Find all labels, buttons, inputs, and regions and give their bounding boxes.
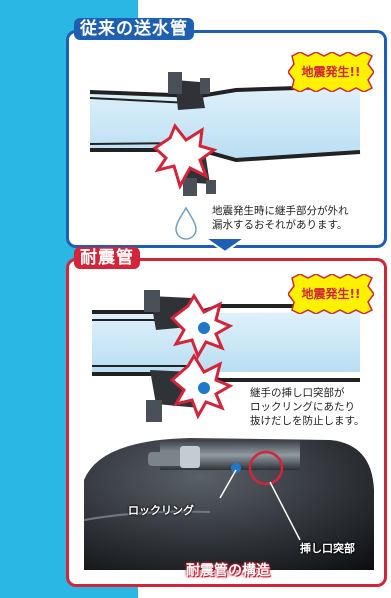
- pipe-structure-illustration: [83, 438, 374, 570]
- earthquake-badge-bottom-text: 地震発生!!: [301, 287, 361, 301]
- down-arrow-icon: [201, 237, 249, 254]
- earthquake-badge-top: 地震発生!!: [287, 51, 375, 93]
- seismic-note: 継手の挿し口突部が ロックリングにあたり 抜けだしを防止します。: [250, 386, 364, 428]
- conventional-pipe-diagram: [89, 72, 361, 240]
- seismic-note-line3: 抜けだしを防止します。: [250, 415, 365, 427]
- conventional-note: 地震発生時に継手部分が外れ 漏水するおそれがあります。: [212, 204, 349, 232]
- seismic-note-line1: 継手の挿し口突部が: [250, 387, 345, 399]
- conventional-note-line2: 漏水するおそれがあります。: [212, 219, 348, 231]
- spigot-protrusion-label: 挿し口突部: [300, 542, 355, 555]
- seismic-pipe-diagram: [92, 290, 360, 422]
- seismic-pipe-title: 耐震管: [74, 247, 140, 269]
- structure-caption: 耐震管の構造: [186, 563, 270, 579]
- lockring-label: ロックリング: [128, 504, 194, 517]
- seismic-note-line2: ロックリングにあたり: [250, 401, 355, 413]
- conventional-pipe-title: 従来の送水管: [74, 18, 194, 40]
- conventional-note-line1: 地震発生時に継手部分が外れ: [212, 205, 349, 217]
- earthquake-badge-bottom: 地震発生!!: [287, 273, 375, 315]
- earthquake-badge-top-text: 地震発生!!: [301, 65, 361, 79]
